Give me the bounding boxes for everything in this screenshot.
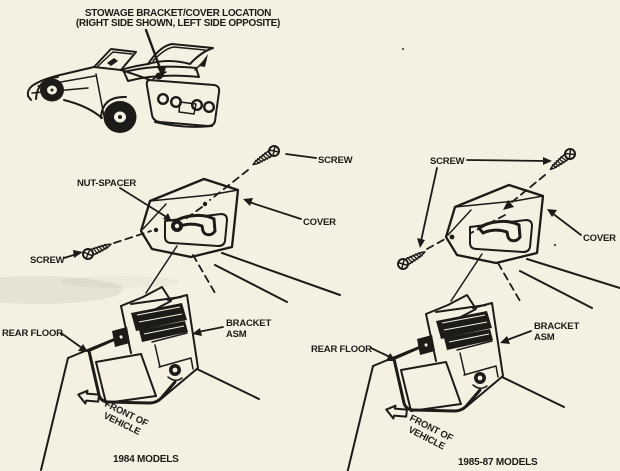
rear-floor-label: REAR FLOOR [311,344,372,355]
title-leader-line [144,28,163,73]
rear-floor-label: REAR FLOOR [2,328,63,339]
bracket-asm-1985-87 [344,252,566,471]
bracket-asm-label-line2: ASM [226,329,247,340]
page-title-line2: (RIGHT SIDE SHOWN, LEFT SIDE OPPOSITE) [76,18,280,29]
front-of-vehicle-label: FRONT OF VEHICLE [406,413,455,452]
corvette-rear-view-illustration [26,43,221,133]
caption-1984-models: 1984 MODELS [113,454,179,465]
screw-side-1984 [80,238,114,262]
scan-artifacts [0,47,557,304]
front-of-vehicle-label: FRONT OF VEHICLE [101,399,150,438]
screw-top-1984 [249,143,282,170]
screw-top-label: SCREW [318,155,353,166]
screw-label: SCREW [430,156,465,167]
bracket-asm-label-line1: BRACKET [226,318,271,329]
diagram-1985-87: SCREW COVER REAR FLOOR BRACKET ASM FRONT… [311,145,620,471]
front-of-vehicle-arrow-icon [75,387,102,408]
screw-side-label: SCREW [30,255,65,266]
nut-spacer-label: NUT-SPACER [77,178,136,189]
caption-1985-87-models: 1985-87 MODELS [458,457,538,468]
cover-label: COVER [583,233,616,244]
page-title-line1: STOWAGE BRACKET/COVER LOCATION [85,8,271,19]
bracket-asm-label-line2: ASM [534,332,555,343]
cover-1985-87 [444,183,545,265]
cover-label: COVER [303,217,336,228]
cover-1984 [139,177,240,259]
bracket-asm-label-line1: BRACKET [534,321,579,332]
screw-top-1985-87 [546,145,579,175]
screw-side-1985-87 [395,246,429,272]
diagram-1984: SCREW NUT-SPACER COVER SCREW REAR FLOOR … [2,143,353,471]
